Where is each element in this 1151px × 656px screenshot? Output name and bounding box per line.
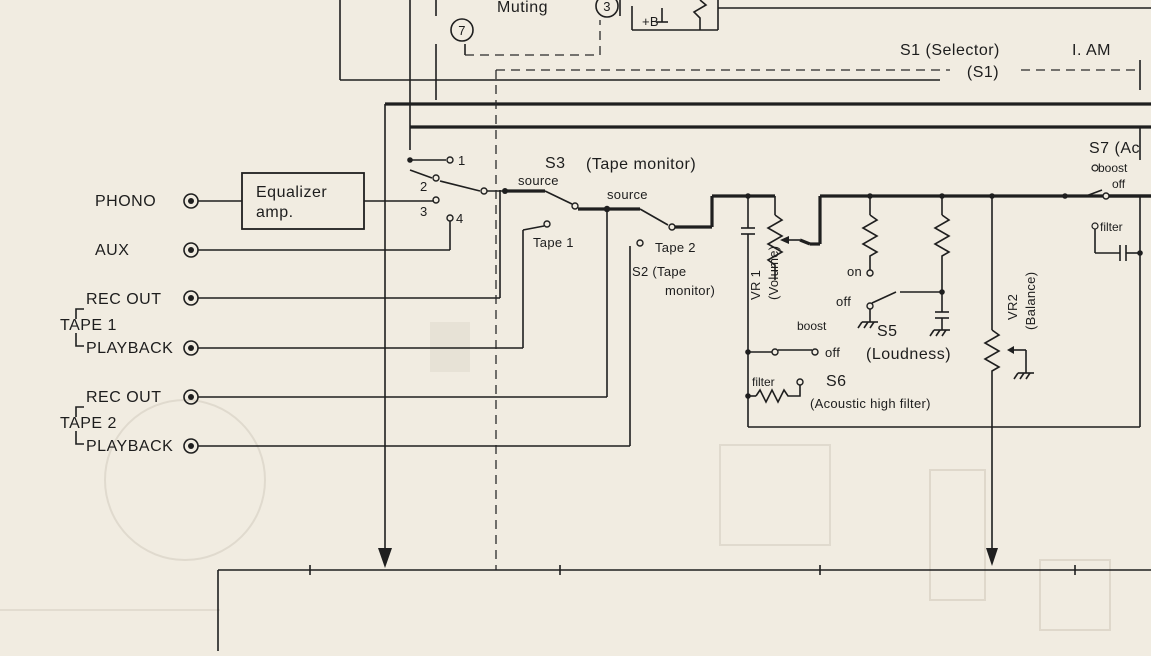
s2-tape2-label: Tape 2: [655, 240, 696, 255]
input-jacks: PHONO AUX TAPE 1 REC OUT PLAYBACK TAPE 2: [60, 190, 631, 455]
s2-source-label: source: [607, 187, 648, 202]
node-3: 3: [595, 0, 619, 18]
equalizer-line1: Equalizer: [256, 184, 327, 201]
selector-pos-2: 2: [420, 179, 428, 194]
top-wiring: [339, 0, 1151, 568]
jack-icon: [183, 438, 199, 454]
s1-position-label: I. AM: [1072, 42, 1111, 59]
node-7: 7: [450, 18, 474, 42]
equalizer-amp-block: Equalizer amp.: [241, 172, 434, 230]
plus-b-label: +B: [642, 14, 659, 29]
jack-icon: [183, 290, 199, 306]
s3-source-label: source: [518, 173, 559, 188]
selector-switch: 1 2 3 4: [407, 153, 505, 250]
jack-icon: [183, 340, 199, 356]
phono-label: PHONO: [95, 193, 156, 210]
boost-label: boost: [797, 319, 827, 333]
bottom-block: [217, 565, 1151, 651]
vr2-desc: (Balance): [1023, 272, 1038, 330]
s2-monitor-label: monitor): [665, 283, 715, 298]
s6-desc: (Acoustic high filter): [810, 396, 931, 411]
tape2-label: TAPE 2: [60, 415, 117, 432]
node-3-label: 3: [603, 0, 611, 14]
background-bleed: [0, 322, 1111, 631]
s5-on-label: on: [847, 264, 862, 279]
s1-bus-label: (S1): [967, 64, 999, 81]
s3-label: S3: [545, 155, 566, 172]
s5-label: S5: [877, 323, 898, 340]
selector-pos-4: 4: [456, 211, 464, 226]
tape1-rec-out-label: REC OUT: [86, 291, 162, 308]
vr1-label: VR 1: [748, 270, 763, 300]
s7-boost-label: boost: [1098, 161, 1128, 175]
s7-off-label: off: [1112, 177, 1126, 191]
vr1-desc: (Volume): [766, 246, 781, 300]
s6-filter-label: filter: [752, 375, 775, 389]
tape1-playback-label: PLAYBACK: [86, 340, 173, 357]
tape-monitor-switches: S3 (Tape monitor) source Tape 1 source T…: [502, 155, 775, 298]
jack-icon: [183, 193, 199, 209]
muting-label: Muting: [497, 0, 548, 16]
s2-label: S2 (Tape: [632, 264, 686, 279]
s7-label: S7 (Ac: [1089, 140, 1140, 157]
s7-filter-label: filter: [1100, 220, 1123, 234]
equalizer-line2: amp.: [256, 204, 294, 221]
jack-icon: [183, 389, 199, 405]
selector-pos-1: 1: [458, 153, 466, 168]
s1-selector-label: S1 (Selector): [900, 42, 1000, 59]
vr2-label: VR2: [1005, 294, 1020, 320]
s6-label: S6: [826, 373, 847, 390]
node-7-label: 7: [458, 23, 466, 38]
s7-section: S7 (Ac boost off filter: [1062, 140, 1151, 427]
s5-desc: (Loudness): [866, 346, 951, 363]
tape1-label: TAPE 1: [60, 317, 117, 334]
boost-off-label: off: [825, 345, 840, 360]
jack-icon: [183, 242, 199, 258]
tape2-rec-out-label: REC OUT: [86, 389, 162, 406]
s5-off-label: off: [836, 294, 851, 309]
s3-desc: (Tape monitor): [586, 156, 696, 173]
selector-pos-3: 3: [420, 204, 428, 219]
s3-tape1-label: Tape 1: [533, 235, 574, 250]
balance-section: VR2 (Balance): [983, 193, 1038, 566]
aux-label: AUX: [95, 242, 129, 259]
volume-section: VR 1 (Volume) on off S5 (Loudness): [741, 193, 1151, 428]
tape2-playback-label: PLAYBACK: [86, 438, 173, 455]
